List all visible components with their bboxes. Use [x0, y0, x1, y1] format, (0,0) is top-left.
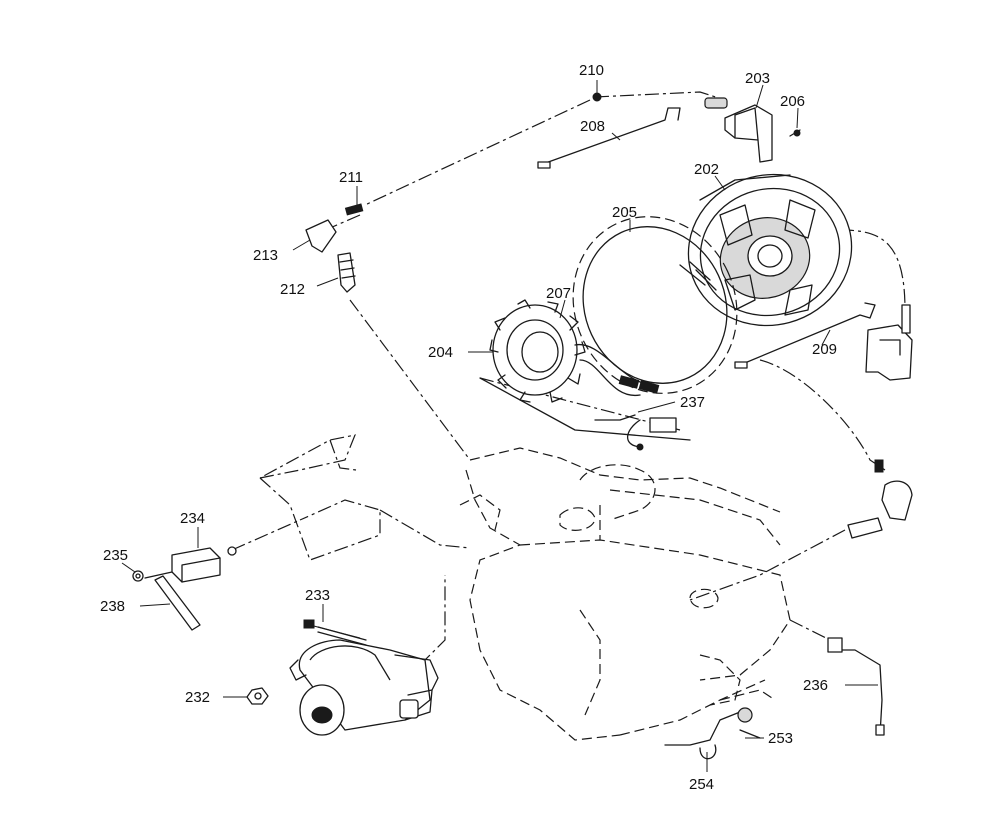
callout-235: 235: [103, 547, 128, 564]
spark-plug-parts: [305, 203, 913, 539]
flywheel: [687, 173, 853, 327]
callout-209: 209: [812, 341, 837, 358]
callout-213: 213: [253, 247, 278, 264]
engine-block-outline: [259, 434, 791, 741]
callout-233: 233: [305, 587, 330, 604]
callout-210: 210: [579, 62, 604, 79]
callout-203: 203: [745, 70, 770, 87]
callout-236: 236: [803, 677, 828, 694]
stator-coil: [479, 299, 691, 451]
sensors: [664, 637, 885, 760]
ignition-coil-203: [537, 92, 801, 169]
callout-234: 234: [180, 510, 205, 527]
callout-238: 238: [100, 598, 125, 615]
routing-lines: [231, 91, 906, 666]
callout-206: 206: [780, 93, 805, 110]
ignition-coil-209: [734, 302, 913, 381]
callout-211: 211: [339, 169, 363, 186]
callout-205: 205: [612, 204, 637, 221]
callout-204: 204: [428, 344, 453, 361]
callout-labels: 210 203 206 208 202 211 205 213 212 207 …: [100, 62, 837, 793]
callout-leaders: [121, 80, 878, 772]
callout-232: 232: [185, 689, 210, 706]
callout-254: 254: [689, 776, 714, 793]
stator-ring: [572, 216, 738, 394]
callout-253: 253: [768, 730, 793, 747]
callout-207: 207: [546, 285, 571, 302]
callout-212: 212: [280, 281, 305, 298]
callout-202: 202: [694, 161, 719, 178]
regulator-assembly: [132, 546, 237, 631]
callout-237: 237: [680, 394, 705, 411]
starter-motor: [246, 619, 439, 736]
callout-208: 208: [580, 118, 605, 135]
